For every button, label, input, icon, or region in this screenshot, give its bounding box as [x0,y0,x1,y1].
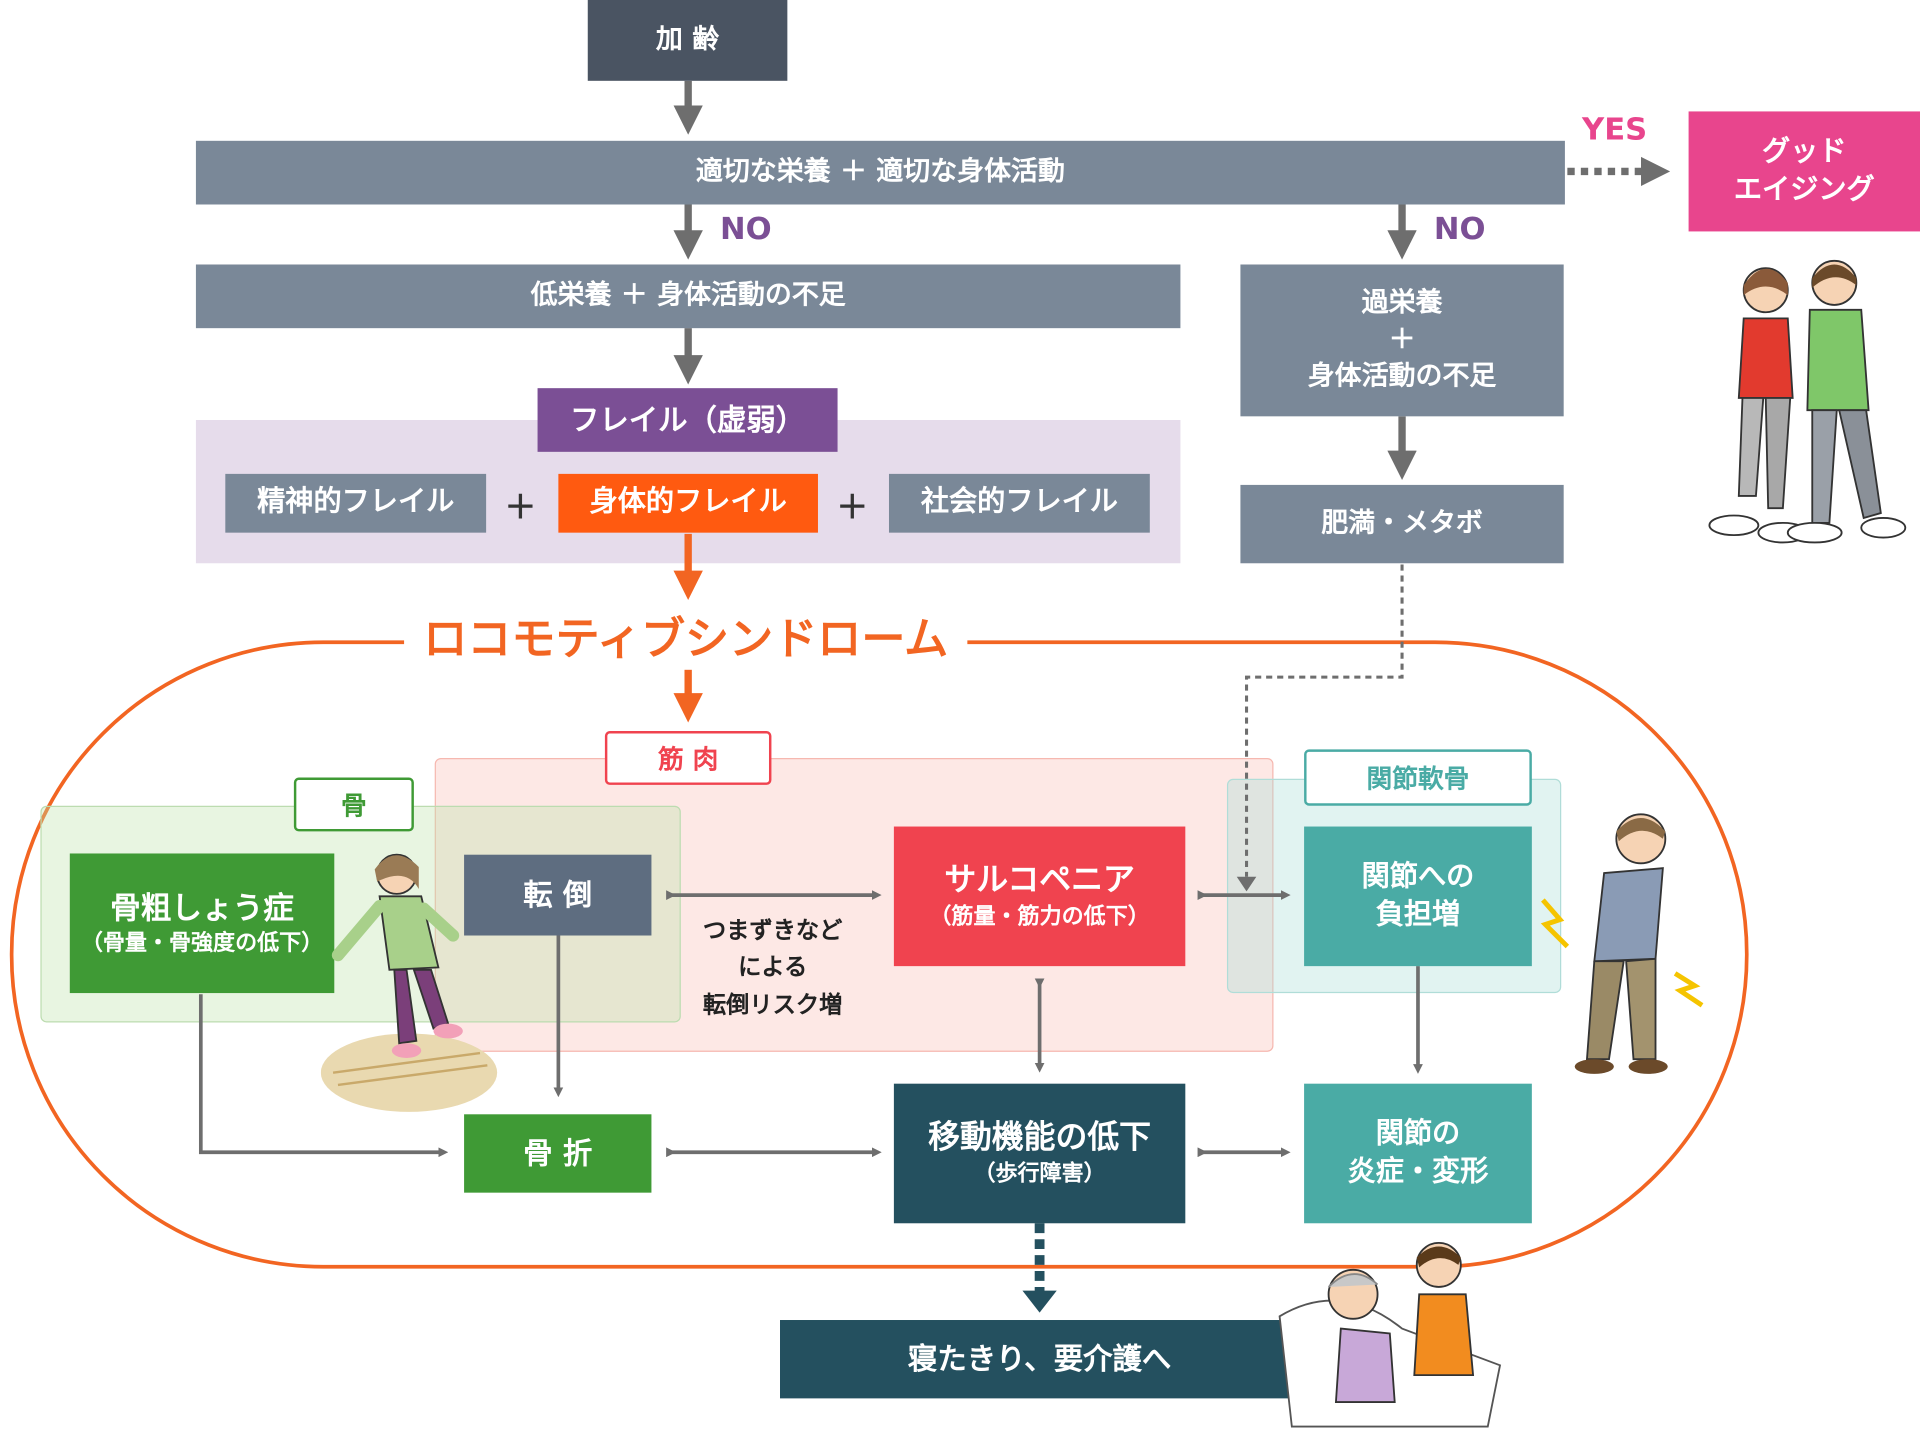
overnutrition-line2: ＋ [1388,324,1416,356]
good-aging-box: グッド エイジング [1688,111,1920,232]
aging-box: 加 齢 [587,0,788,81]
muscle-tag: 筋 肉 [604,731,772,785]
osteoporosis-title: 骨粗しょう症 [110,890,294,926]
mental-frail-box: 精神的フレイル [225,473,487,533]
mobility-title: 移動機能の低下 [928,1119,1152,1157]
caregiver-illustration [1278,1241,1502,1428]
obesity-label: 肥満・メタボ [1321,508,1483,539]
joint-inflammation-box: 関節の 炎症・変形 [1304,1083,1532,1224]
physical-frail-label: 身体的フレイル [589,486,787,519]
bone-tag: 骨 [293,777,414,832]
walking-couple-illustration [1708,259,1907,544]
joint-tag: 関節軟骨 [1304,749,1532,806]
overnutrition-line1: 過栄養 [1361,288,1443,319]
frail-title: フレイル（虚弱） [537,388,838,452]
fracture-box: 骨 折 [464,1114,652,1193]
fall-note: つまずきなど による 転倒リスク増 [681,912,865,1024]
mental-frail-label: 精神的フレイル [257,486,455,519]
aging-label: 加 齢 [655,24,720,56]
good-nutrition-box: 適切な栄養 ＋ 適切な身体活動 [195,140,1565,205]
knee-pain-man-illustration [1540,813,1704,1074]
joint-inflammation-line2: 炎症・変形 [1347,1155,1489,1188]
osteoporosis-box: 骨粗しょう症 （骨量・骨強度の低下） [69,853,335,994]
social-frail-label: 社会的フレイル [920,486,1118,519]
obesity-box: 肥満・メタボ [1240,484,1564,564]
fall-note-line1: つまずきなど [702,917,843,945]
overnutrition-box: 過栄養 ＋ 身体活動の不足 [1240,264,1564,417]
good-aging-line1: グッド [1762,135,1847,168]
no-label-right: NO [1433,210,1486,247]
plus-sign-2: ＋ [836,489,869,527]
joint-load-line1: 関節への [1361,860,1475,893]
frail-title-label: フレイル（虚弱） [570,402,806,437]
social-frail-box: 社会的フレイル [888,473,1150,533]
bedridden-box: 寝たきり、要介護へ [780,1320,1300,1399]
sarcopenia-box: サルコペニア （筋量・筋力の低下） [893,826,1186,967]
mobility-sub: （歩行障害） [973,1161,1106,1188]
physical-frail-box: 身体的フレイル [558,473,818,533]
good-nutrition-label: 適切な栄養 ＋ 適切な身体活動 [695,156,1065,188]
osteoporosis-sub: （骨量・骨強度の低下） [80,930,324,956]
joint-load-box: 関節への 負担増 [1304,826,1532,967]
plus-sign-1: ＋ [504,489,537,527]
undernutrition-label: 低栄養 ＋ 身体活動の不足 [530,280,846,312]
good-aging-line2: エイジング [1733,173,1875,206]
yes-label: YES [1582,111,1648,147]
joint-load-line2: 負担増 [1375,898,1461,931]
sarcopenia-sub: （筋量・筋力の低下） [929,904,1150,930]
undernutrition-box: 低栄養 ＋ 身体活動の不足 [195,264,1181,329]
fracture-label: 骨 折 [523,1136,593,1171]
locomotive-syndrome-title: ロコモティブシンドローム [404,611,968,670]
overnutrition-line3: 身体活動の不足 [1307,361,1497,392]
fall-note-line3: 転倒リスク増 [702,991,843,1019]
fall-box: 転 倒 [464,854,652,936]
fall-label: 転 倒 [523,877,593,913]
sarcopenia-title: サルコペニア [944,862,1135,900]
falling-woman-illustration [320,853,498,1112]
fall-note-line2: による [738,954,808,982]
bedridden-label: 寝たきり、要介護へ [907,1341,1172,1377]
joint-inflammation-line1: 関節の [1375,1117,1461,1150]
mobility-box: 移動機能の低下 （歩行障害） [893,1083,1186,1224]
no-label-left: NO [720,210,772,247]
